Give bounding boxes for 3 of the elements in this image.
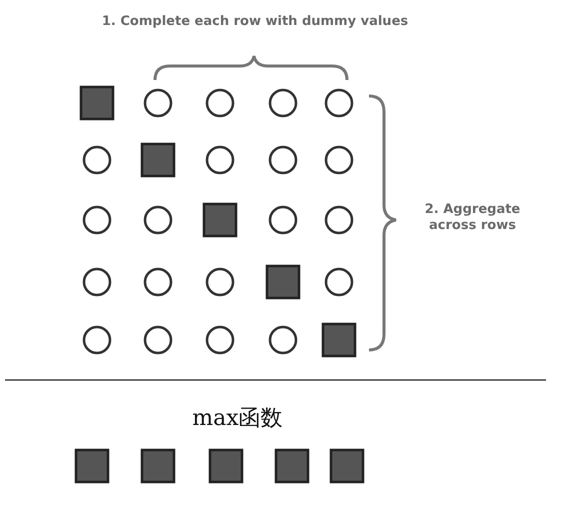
step-label: 1. Complete each row with dummy values xyxy=(100,14,410,30)
function-label: max函数 xyxy=(191,405,284,433)
step-label: 2. Aggregate across rows xyxy=(424,202,522,234)
